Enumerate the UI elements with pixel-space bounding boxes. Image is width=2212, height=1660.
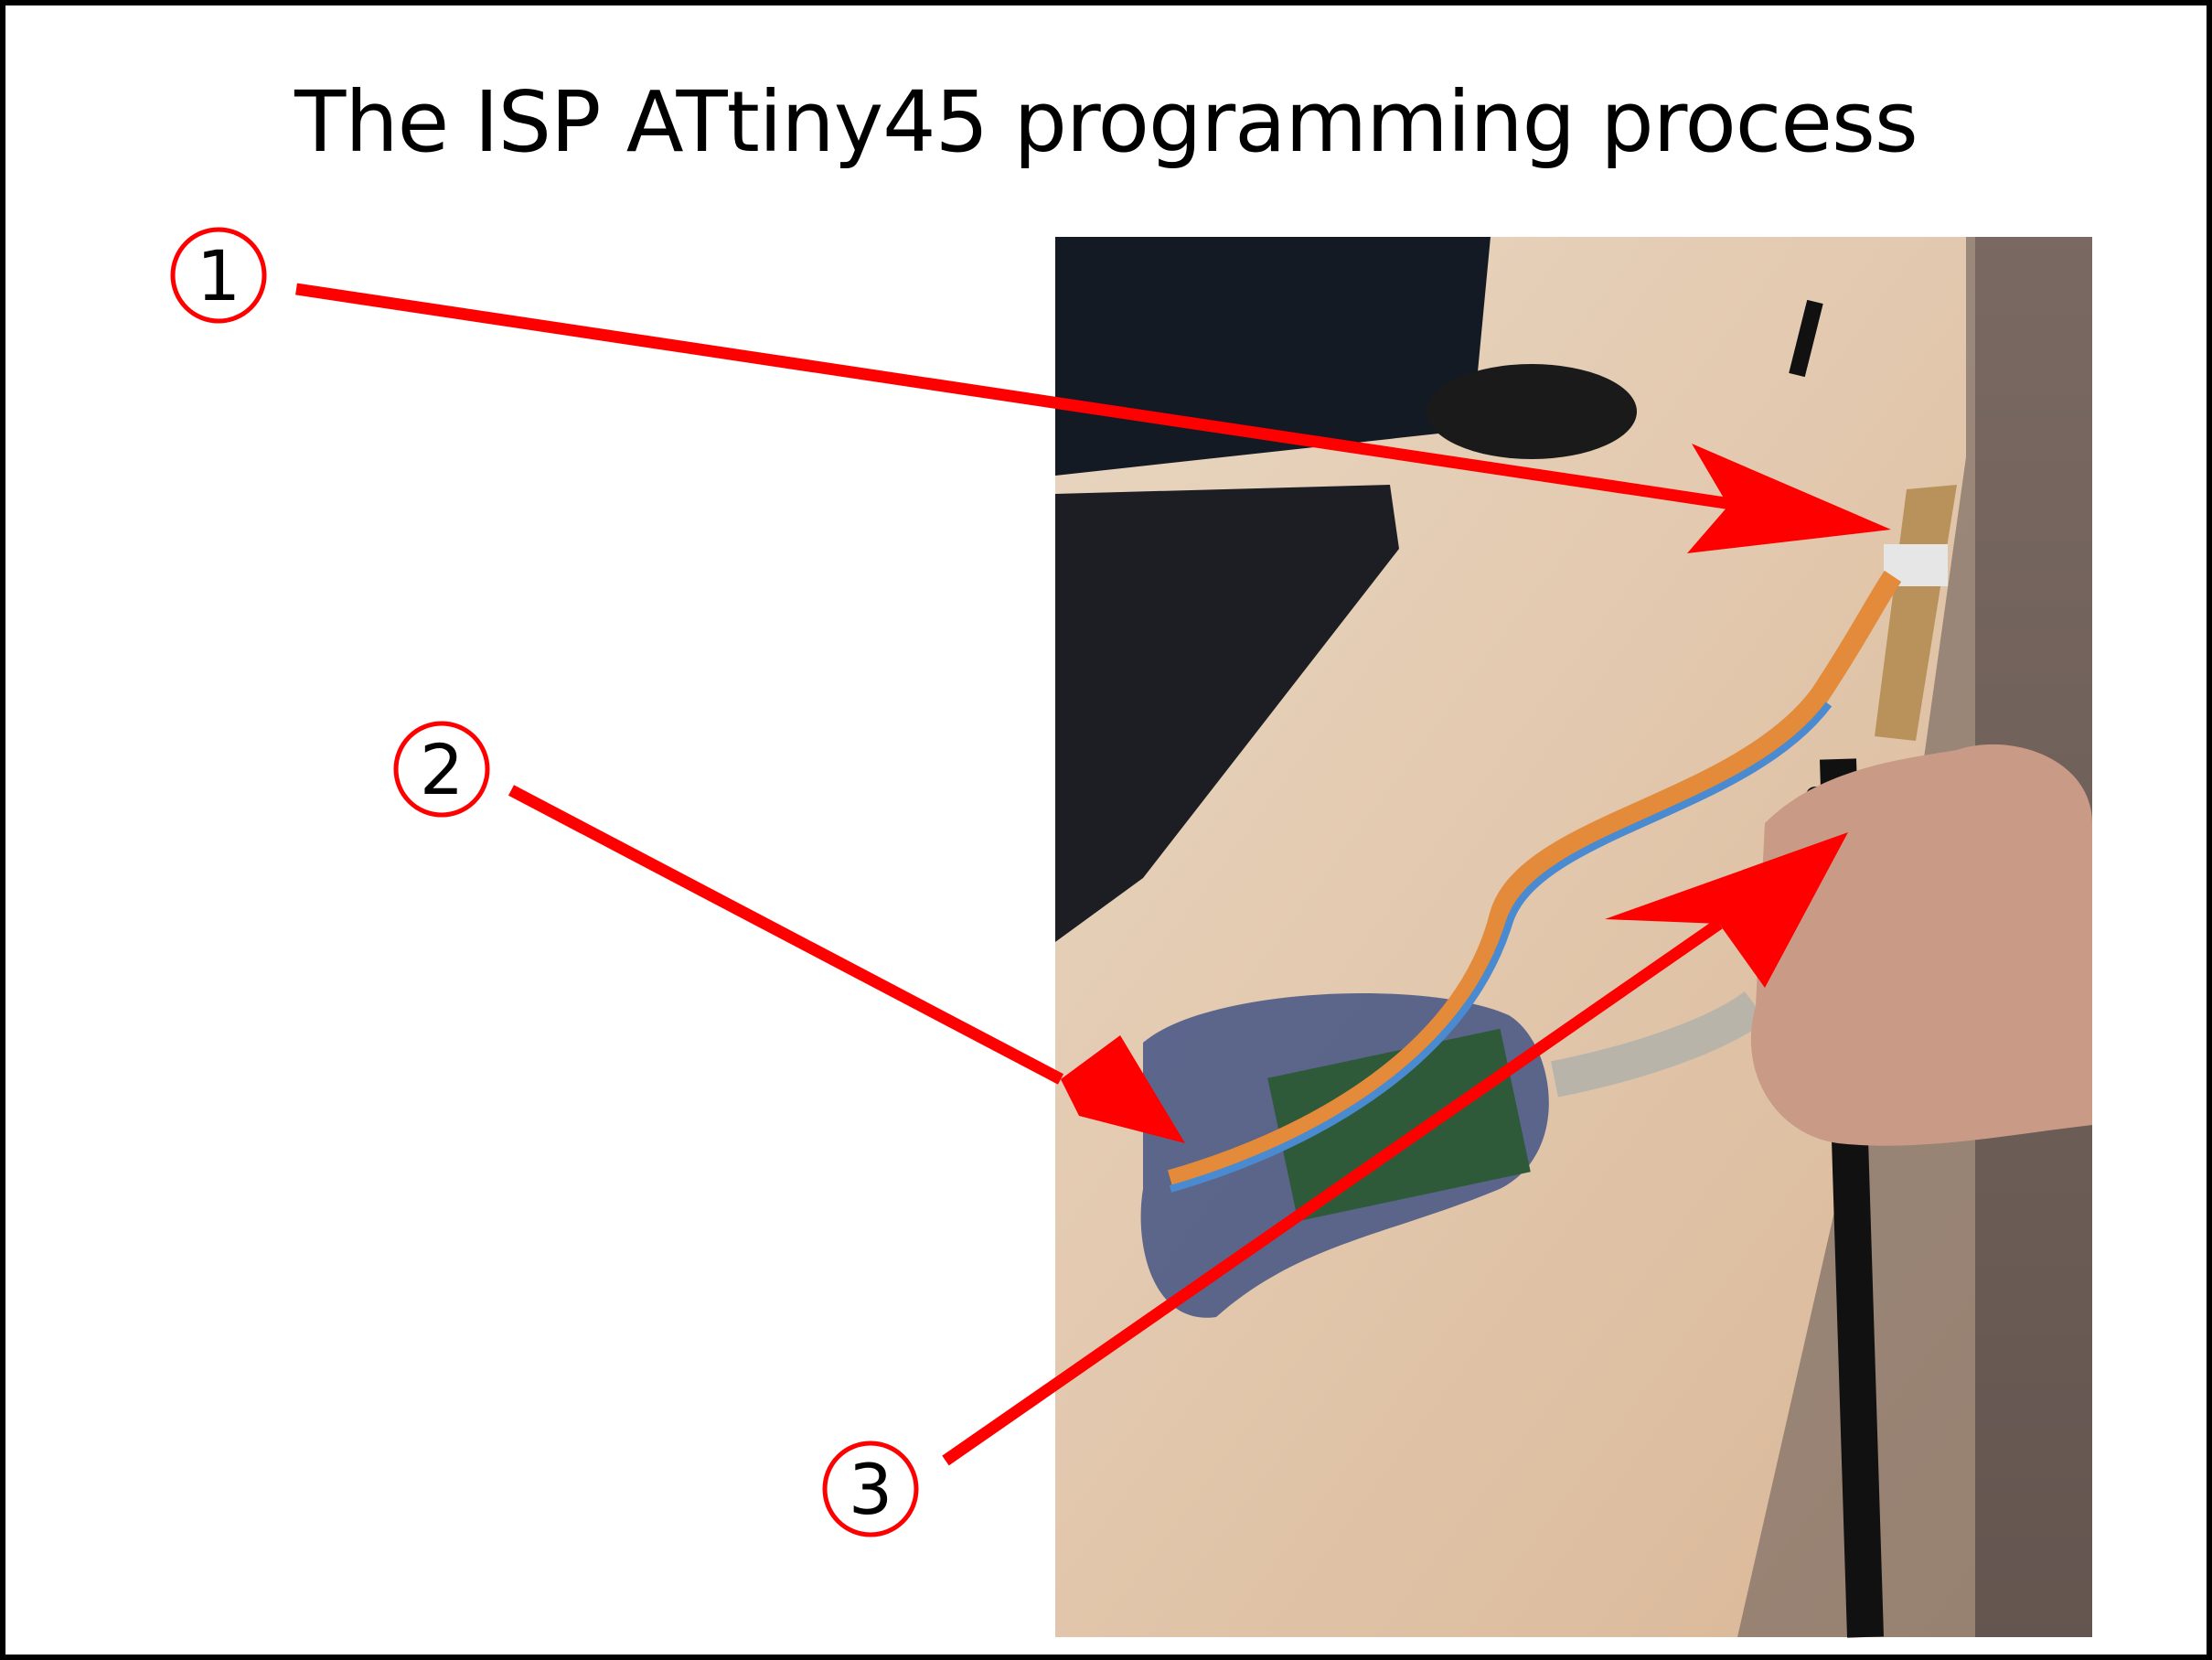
callout-1: 1 — [170, 227, 1891, 553]
arrow-shaft — [942, 918, 1723, 1466]
callout-3: 3 — [822, 832, 1848, 1537]
callout-number: 2 — [420, 729, 464, 810]
callout-number: 1 — [197, 235, 240, 316]
arrow-head — [1061, 1035, 1185, 1143]
arrow-shaft — [295, 283, 1738, 511]
diagram-title: The ISP ATtiny45 programming process — [294, 73, 1918, 171]
arrow-head — [1605, 832, 1848, 988]
arrow-head — [1687, 444, 1891, 553]
callout-circle — [393, 721, 490, 818]
callout-circle — [822, 1440, 919, 1537]
callout-circle — [170, 227, 267, 324]
callout-2: 2 — [393, 721, 1185, 1143]
callout-number: 3 — [849, 1449, 892, 1530]
photo-programmer-setup — [1055, 237, 2092, 1638]
arrow-shaft — [508, 785, 1064, 1085]
